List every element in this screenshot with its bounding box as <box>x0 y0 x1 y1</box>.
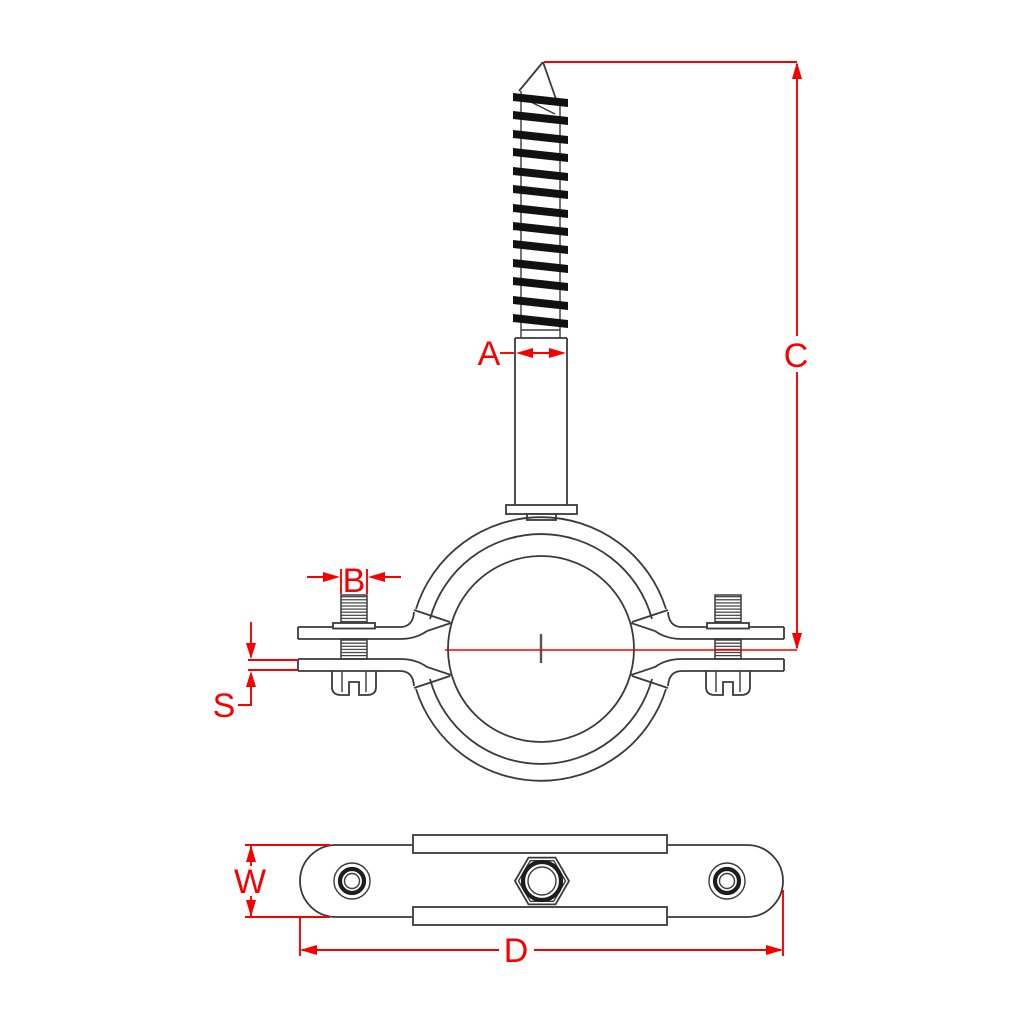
c-arrow-down <box>792 633 802 650</box>
upper-left-flange-top <box>298 611 415 628</box>
lower-strap-inner-arc <box>429 678 653 765</box>
strap-band-bottom <box>412 906 668 926</box>
s-arrow-up <box>246 671 256 687</box>
c-arrow-up <box>792 62 802 79</box>
bolt-collar <box>505 504 578 515</box>
upper-right-flange-top <box>667 611 784 628</box>
side-view <box>297 61 785 782</box>
screw-thread-bars <box>513 93 568 328</box>
lower-left-flange-top <box>298 658 452 676</box>
strap-band-top <box>412 834 668 854</box>
left-slotted-nut <box>331 671 377 696</box>
w-arrow-up <box>246 845 256 862</box>
lower-right-flange-bottom <box>667 670 784 687</box>
a-arrow-left <box>516 348 533 358</box>
right-bolt-hole <box>708 862 746 900</box>
hex-nut-bore-circle <box>527 866 557 896</box>
upper-strap-outer-arc <box>415 516 667 610</box>
dim-label-w: W <box>234 863 266 901</box>
left-bolt-thread-mid <box>340 638 368 660</box>
dimension-A: A <box>478 335 566 373</box>
b-arrow-left <box>323 572 340 582</box>
upper-left-flange-bottom <box>298 622 452 640</box>
hanger-bolt <box>505 61 578 521</box>
dimension-W: W <box>234 844 330 918</box>
clamp-body <box>297 516 785 782</box>
hex-weld-nut <box>513 856 571 906</box>
s-arrow-down <box>246 643 256 659</box>
upper-right-strap-cut <box>631 609 669 623</box>
c-label-mask <box>778 336 814 372</box>
left-bolt-hole <box>333 862 371 900</box>
bottom-view <box>299 834 784 926</box>
left-bolt-washer <box>332 622 376 630</box>
left-bolt-thread-top <box>340 594 368 624</box>
d-arrow-left <box>300 945 317 955</box>
w-arrow-down <box>246 900 256 917</box>
lower-right-flange-top <box>630 658 784 676</box>
upper-strap-inner-arc <box>429 533 653 620</box>
right-clamp-bolt <box>705 594 751 696</box>
dim-label-c: C <box>784 337 809 375</box>
left-clamp-bolt <box>331 594 377 696</box>
d-arrow-right <box>766 945 783 955</box>
upper-right-flange-bottom <box>630 622 784 640</box>
lower-right-strap-cut <box>631 675 669 689</box>
dimension-D: D <box>299 890 784 970</box>
dim-label-a: A <box>478 335 501 373</box>
right-slotted-nut <box>705 671 751 696</box>
right-bolt-thread-mid <box>714 638 742 660</box>
dim-label-b: B <box>343 562 366 600</box>
lower-left-strap-cut <box>413 675 451 689</box>
hex-nut-thread-circle <box>520 859 564 903</box>
dim-label-s: S <box>213 687 236 725</box>
upper-left-strap-cut <box>413 609 451 623</box>
screw-tip-right-slant <box>542 61 558 103</box>
a-arrow-right <box>549 348 566 358</box>
s-leader-lower <box>238 684 252 706</box>
b-arrow-right <box>368 572 385 582</box>
lower-left-flange-bottom <box>298 670 415 687</box>
pipe-bore-circle <box>447 555 635 743</box>
right-bolt-washer <box>706 622 750 630</box>
dim-label-d: D <box>504 932 529 970</box>
dimension-C: C <box>544 61 814 650</box>
lower-strap-outer-arc <box>415 688 667 782</box>
hex-nut-chamfer <box>517 860 567 902</box>
dimension-annotations: C A B S <box>213 61 814 970</box>
dimension-S: S <box>213 622 298 725</box>
right-bolt-thread-top <box>714 594 742 624</box>
screw-tip-left-slant <box>518 61 544 92</box>
dimension-B: B <box>307 562 401 600</box>
